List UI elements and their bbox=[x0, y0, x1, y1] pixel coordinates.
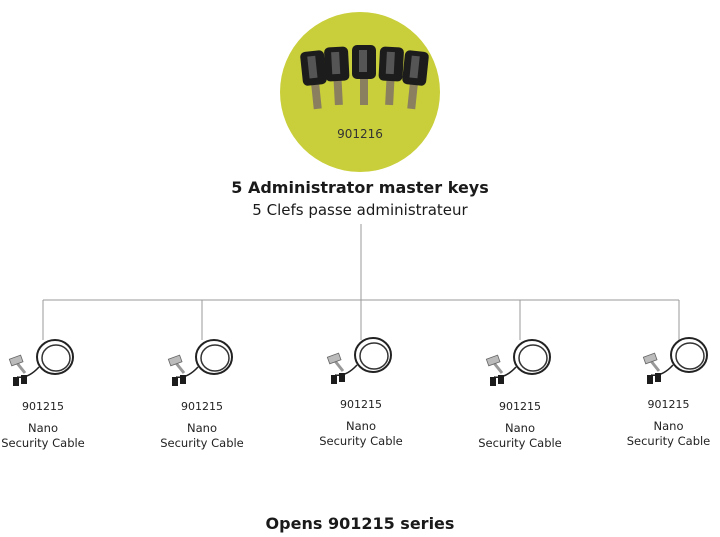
security-cable-lock-icon bbox=[167, 339, 233, 386]
footer-caption: Opens 901215 series bbox=[265, 514, 455, 533]
cable-name: Nano Security Cable bbox=[142, 421, 262, 451]
master-key-code: 901216 bbox=[337, 127, 383, 141]
cable-code: 901215 bbox=[181, 400, 223, 413]
cable-code: 901215 bbox=[22, 400, 64, 413]
cable-name: Nano Security Cable bbox=[0, 421, 103, 451]
cable-name-line2: Security Cable bbox=[478, 436, 562, 450]
cable-name-line1: Nano bbox=[187, 421, 217, 435]
master-keys-icon bbox=[300, 45, 429, 110]
cable-name: Nano Security Cable bbox=[460, 421, 580, 451]
cable-code: 901215 bbox=[499, 400, 541, 413]
cable-name-line2: Security Cable bbox=[626, 434, 711, 448]
security-cable-lock-icon bbox=[485, 339, 551, 386]
cable-name-line1: Nano bbox=[505, 421, 535, 435]
cable-code: 901215 bbox=[340, 398, 382, 411]
cable-name: Nano Security Cable bbox=[617, 419, 720, 449]
cable-name-line1: Nano bbox=[346, 419, 376, 433]
cable-name: Nano Security Cable bbox=[301, 419, 421, 449]
cable-name-line2: Security Cable bbox=[319, 434, 403, 448]
security-cable-lock-icon bbox=[326, 337, 392, 384]
cable-code: 901215 bbox=[647, 398, 690, 411]
master-keys-subtitle: 5 Clefs passe administrateur bbox=[252, 201, 468, 219]
cable-name-line1: Nano bbox=[653, 419, 684, 433]
cable-name-line2: Security Cable bbox=[1, 436, 85, 450]
security-cable-lock-icon bbox=[8, 339, 74, 386]
cable-name-line2: Security Cable bbox=[160, 436, 244, 450]
cable-name-line1: Nano bbox=[28, 421, 58, 435]
security-cable-lock-icon bbox=[642, 337, 708, 384]
master-keys-title: 5 Administrator master keys bbox=[231, 178, 489, 197]
